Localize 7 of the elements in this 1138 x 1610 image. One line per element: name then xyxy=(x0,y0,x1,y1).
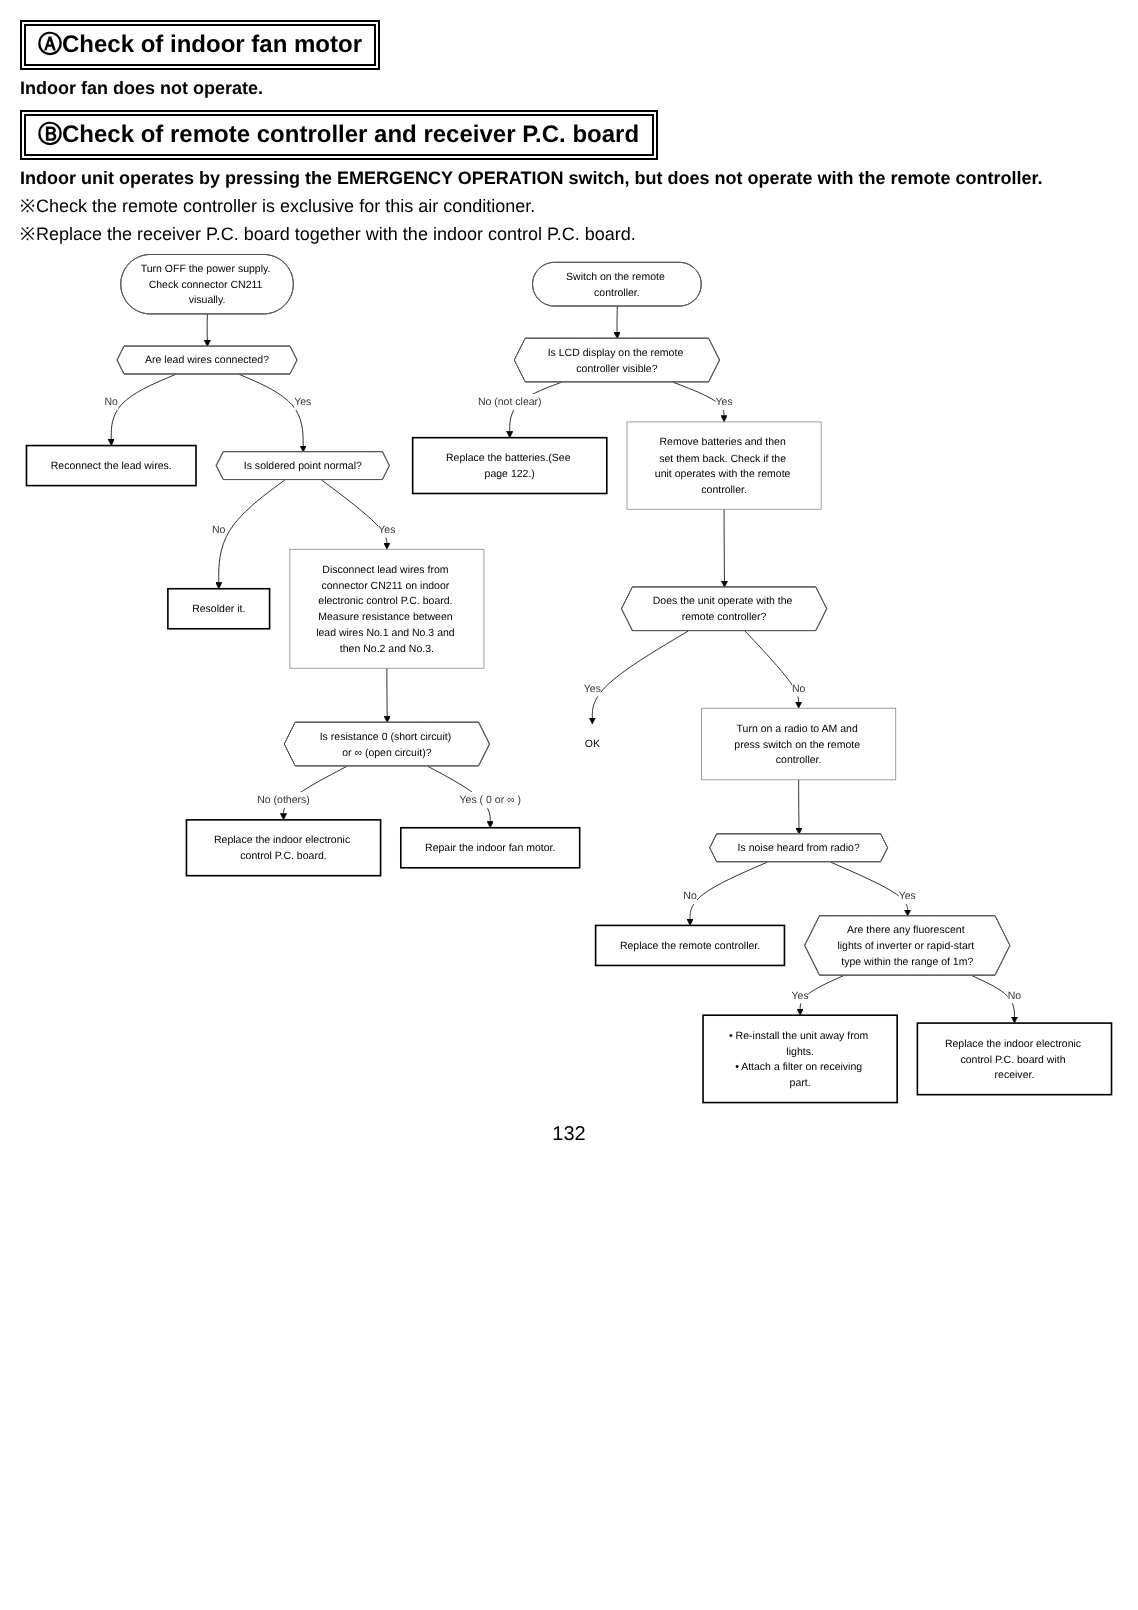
note-text: ※Replace the receiver P.C. board together with the indoor control P.C. board. xyxy=(20,222,638,246)
section-heading: ⒷCheck of remote controller and receiver P.C. board xyxy=(20,110,658,160)
symptom-text: Indoor fan does not operate. xyxy=(20,78,266,98)
note-text: ※Check the remote controller is exclusive for this air conditioner. xyxy=(20,194,538,218)
page-number: 132 xyxy=(550,1123,588,1146)
section-heading: ⒶCheck of indoor fan motor xyxy=(20,20,380,70)
symptom-text: Indoor unit operates by pressing the EMERGENCY OPERATION switch, but does not operate with the remote controller. xyxy=(20,168,1045,188)
